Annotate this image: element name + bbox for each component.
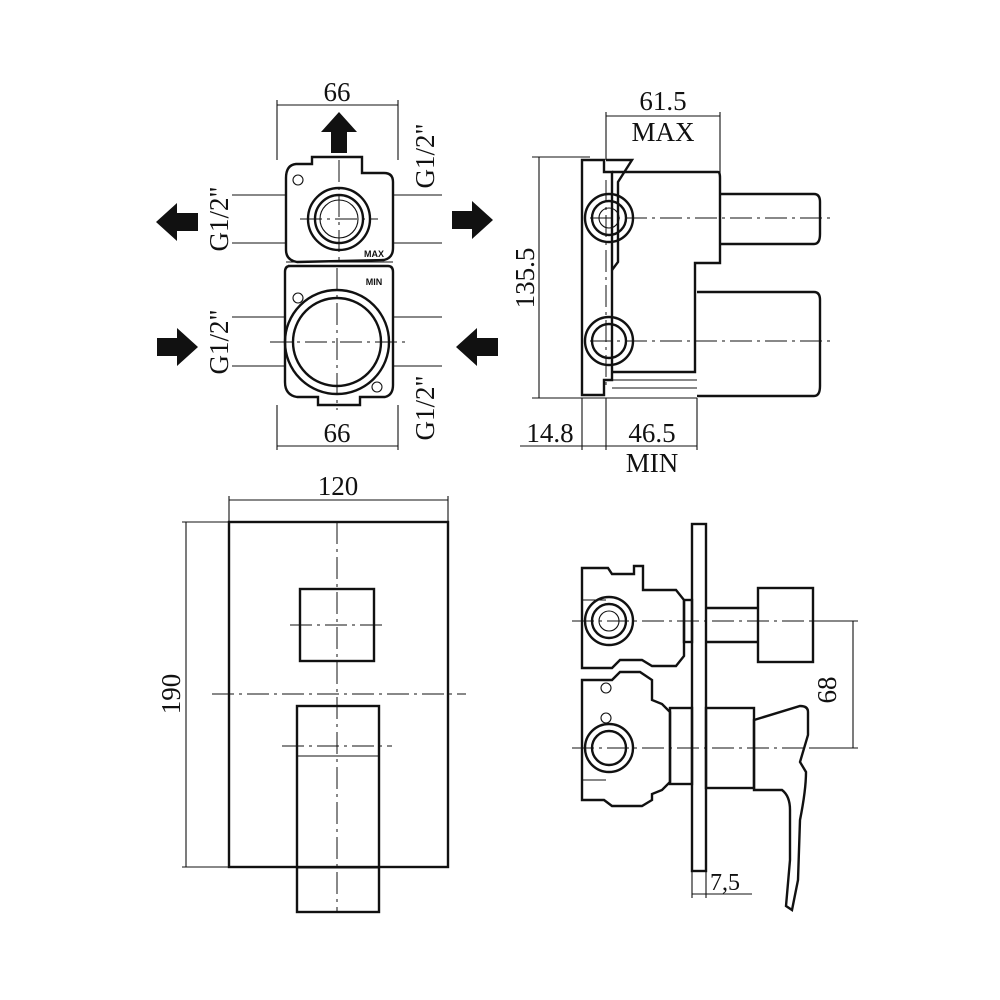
valve-body-front-view: 66 MAX MIN G1/2" [156,77,498,450]
port-label-lower-right: G1/2" [410,375,440,440]
port-label-lower-left: G1/2" [204,309,234,374]
installed-side-view: 68 7,5 [572,522,858,912]
dim-height: 135.5 [510,248,540,309]
outlet-arrow-right-icon [452,201,493,239]
dim-66-top: 66 [324,77,351,107]
installed-mixer-lever [752,704,810,912]
valve-body-side-view: 61.5 MAX 135.5 14.8 46.5 MIN [510,86,830,478]
dim-66-bottom: 66 [324,418,351,448]
inlet-arrow-right-icon [157,328,198,366]
dim-depth-max: 61.5 [639,86,686,116]
port-label-upper-right: G1/2" [410,123,440,188]
installed-cover-plate [690,522,708,873]
port-label-upper-left: G1/2" [204,186,234,251]
label-min: MIN [626,448,679,478]
min-mark: MIN [366,277,383,287]
dim-plate-height: 190 [156,674,186,715]
dim-handle-spacing: 68 [812,677,842,704]
inlet-arrow-left-icon [456,328,498,366]
dim-plate-width: 120 [318,471,359,501]
dim-offset: 14.8 [526,418,573,448]
dim-plate-thickness: 7,5 [710,870,740,896]
mixer-lever [295,704,381,914]
cover-plate-front-view: 120 190 [156,471,466,914]
dim-depth-min: 46.5 [628,418,675,448]
installed-diverter-knob [756,586,815,664]
outlet-arrow-up-icon [321,112,357,153]
max-mark: MAX [364,249,384,259]
outlet-arrow-left-icon [156,203,198,241]
label-max: MAX [631,117,695,147]
